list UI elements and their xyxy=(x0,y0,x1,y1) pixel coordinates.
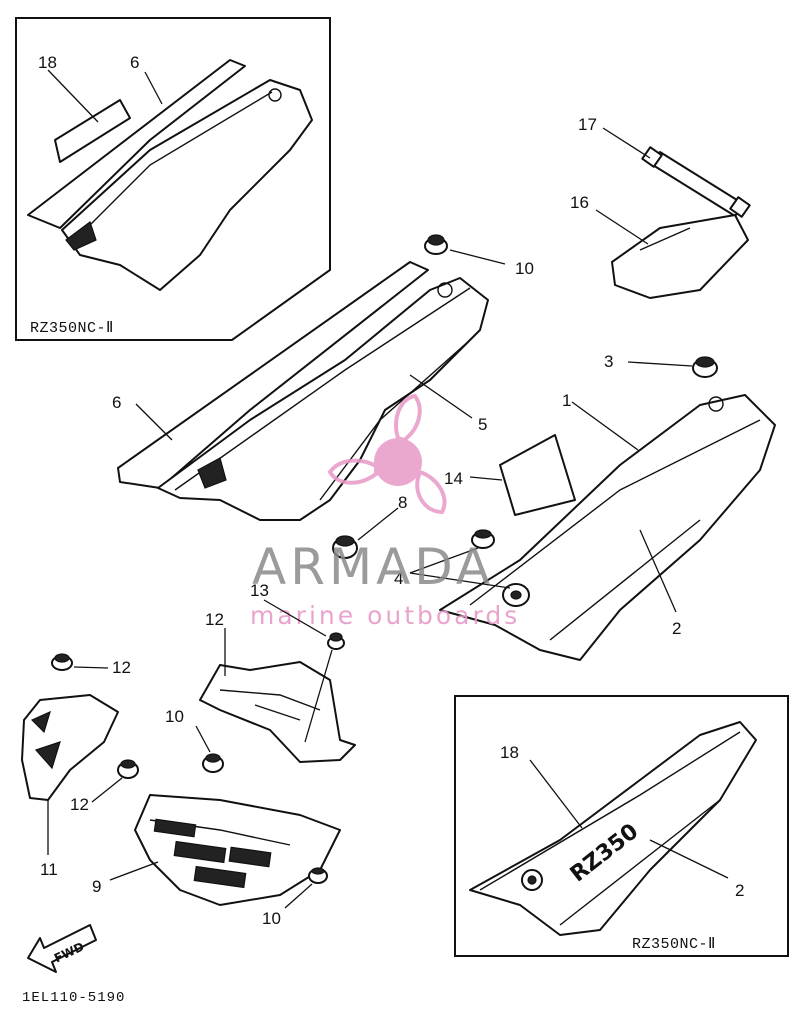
part-17-strap: 17 xyxy=(578,115,751,218)
callout-13: 12 xyxy=(205,610,224,629)
callout-8: 8 xyxy=(398,493,407,512)
callout-4: 4 xyxy=(394,569,403,588)
inset-caption-bottom: RZ350NC-Ⅱ xyxy=(632,936,716,953)
callout-18-inset-bottom: 18 xyxy=(500,743,519,762)
callout-9: 9 xyxy=(92,877,101,896)
watermark-tagline: marine outboards xyxy=(250,601,520,630)
part-1-side-cover: 1 2 xyxy=(439,391,776,661)
diagram-code: 1EL110-5190 xyxy=(22,990,125,1006)
callout-3: 3 xyxy=(604,352,613,371)
fwd-arrow: FWD xyxy=(27,924,97,973)
part-16-bag: 16 xyxy=(570,193,749,299)
watermark-brand: ARMADA xyxy=(252,538,494,596)
callout-14: 13 xyxy=(250,581,269,600)
callout-17: 17 xyxy=(578,115,597,134)
callout-5: 5 xyxy=(478,415,487,434)
part-7-grommet: 10 xyxy=(424,234,534,278)
part-13-14-bracket: 13 12 xyxy=(199,581,356,763)
callout-12: 12 xyxy=(70,795,89,814)
callout-18-inset: 18 xyxy=(38,53,57,72)
callout-2-inset-bottom: 2 xyxy=(735,881,744,900)
part-3-grommet: 3 xyxy=(604,352,718,378)
part-6-5-side-cover: 6 5 xyxy=(112,261,489,521)
armada-watermark: ARMADA marine outboards xyxy=(250,393,520,630)
callout-6-inset: 6 xyxy=(130,53,139,72)
propeller-logo-icon xyxy=(327,393,447,515)
callout-10-top: 10 xyxy=(165,707,184,726)
part-8-grommet: 8 xyxy=(332,493,407,559)
callout-1: 1 xyxy=(562,391,571,410)
callout-15: 14 xyxy=(444,469,463,488)
callout-7: 10 xyxy=(515,259,534,278)
callout-11: 11 xyxy=(40,860,58,879)
inset-box-bottom-right: RZ350 18 2 RZ350NC-Ⅱ xyxy=(454,695,789,957)
callout-6: 6 xyxy=(112,393,121,412)
inset-caption-top: RZ350NC-Ⅱ xyxy=(30,320,114,337)
callout-16: 16 xyxy=(570,193,589,212)
part-15-pad: 14 xyxy=(444,434,576,516)
callout-10: 10 xyxy=(262,909,281,928)
inset-box-top-left: 18 6 RZ350NC-Ⅱ xyxy=(15,17,331,341)
callout-12-top: 12 xyxy=(112,658,131,677)
part-9-lower-cover: 10 9 10 xyxy=(92,707,341,928)
part-4-grommets: 4 xyxy=(394,529,511,589)
callout-2: 2 xyxy=(672,619,681,638)
part-11-cover: 12 12 11 xyxy=(21,653,139,879)
